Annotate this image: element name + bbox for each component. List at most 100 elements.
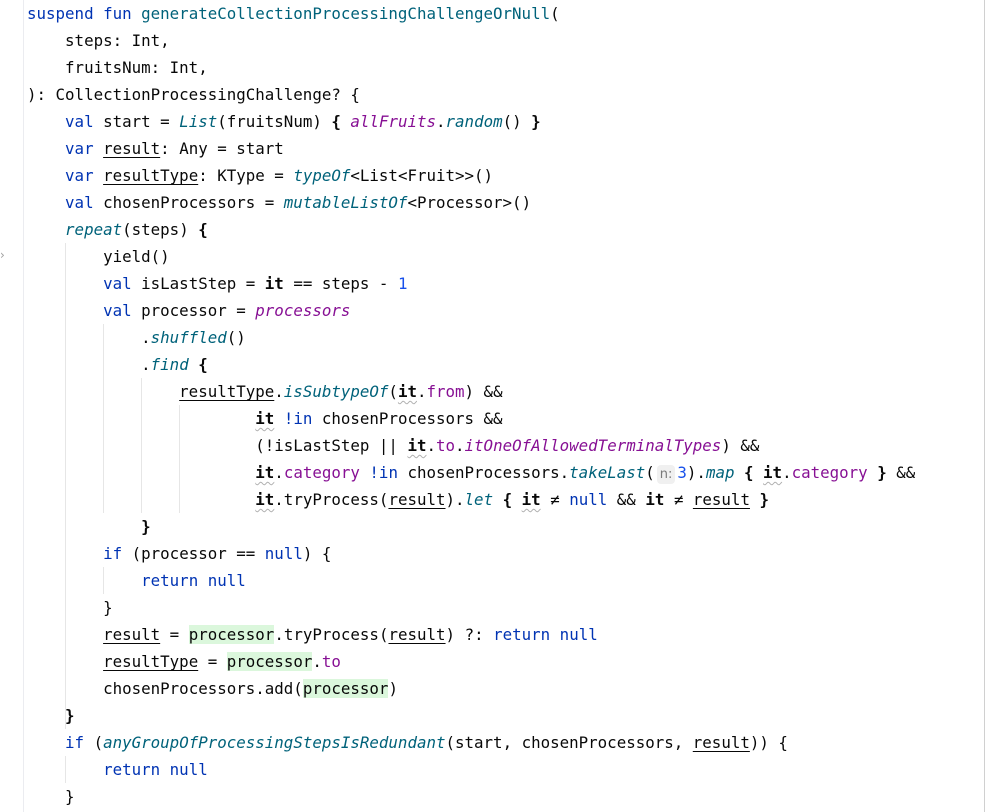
code-token: mutableListOf (283, 193, 408, 212)
code-token: } (103, 598, 113, 617)
code-token: (processor == (131, 544, 265, 563)
code-token (512, 490, 522, 509)
code-line[interactable]: } (27, 783, 915, 810)
code-token: .tryProcess( (274, 625, 389, 644)
code-token: . (782, 463, 792, 482)
code-token: return null (493, 625, 598, 644)
right-margin-line (984, 0, 985, 812)
code-token: processor (302, 679, 389, 698)
code-line[interactable]: } (27, 513, 915, 540)
code-line[interactable]: val processor = processors (27, 297, 915, 324)
code-token: } (759, 490, 769, 509)
code-line[interactable]: (!isLastStep || it.to.itOneOfAllowedTerm… (27, 432, 915, 459)
code-token: (fruitsNum) (217, 112, 332, 131)
code-token: start = (103, 112, 180, 131)
code-token (360, 463, 370, 482)
code-token: val (65, 193, 104, 212)
code-token: processor (188, 625, 275, 644)
code-token: . (141, 355, 151, 374)
code-token: shuffled (150, 328, 227, 347)
code-line[interactable]: chosenProcessors.add(processor) (27, 675, 915, 702)
code-token: result (692, 733, 750, 752)
code-token: it (645, 490, 665, 509)
code-token: steps: Int, (65, 31, 170, 50)
code-token: isLastStep = (141, 274, 265, 293)
code-token: to (321, 652, 341, 671)
code-token: <Processor>() (407, 193, 532, 212)
code-token: null (569, 490, 608, 509)
code-token: . (416, 382, 427, 401)
code-line[interactable]: it.category !in chosenProcessors.takeLas… (27, 459, 915, 486)
code-token: to (435, 436, 456, 455)
code-token: var (65, 139, 104, 158)
fold-arrow-icon[interactable]: › (0, 248, 5, 262)
code-line[interactable]: fruitsNum: Int, (27, 54, 915, 81)
code-token: !in (369, 463, 398, 482)
code-token: (start, chosenProcessors, (445, 733, 693, 752)
code-token: ) && (721, 436, 760, 455)
code-line[interactable]: result = processor.tryProcess(result) ?:… (27, 621, 915, 648)
code-line[interactable]: if (anyGroupOfProcessingStepsIsRedundant… (27, 729, 915, 756)
code-line[interactable]: .find { (27, 351, 915, 378)
code-line[interactable]: .shuffled() (27, 324, 915, 351)
code-token: itOneOfAllowedTerminalTypes (464, 436, 722, 455)
code-token: ) (388, 679, 398, 698)
indent-guide (179, 405, 180, 513)
code-token: List (179, 112, 218, 131)
code-token: { (198, 355, 208, 374)
code-line[interactable]: var resultType: KType = typeOf<List<Frui… (27, 162, 915, 189)
code-line[interactable]: if (processor == null) { (27, 540, 915, 567)
code-token: result (103, 139, 161, 158)
code-token: ). (445, 490, 465, 509)
code-token: return null (103, 760, 208, 779)
code-token: typeOf (293, 166, 351, 185)
code-token: processor (226, 652, 313, 671)
code-token: it (255, 409, 275, 428)
code-token: category (283, 463, 360, 482)
code-token: ≠ (540, 490, 570, 509)
code-line[interactable]: repeat(steps) { (27, 216, 915, 243)
code-line[interactable]: val chosenProcessors = mutableListOf<Pro… (27, 189, 915, 216)
code-token: : KType = (198, 166, 294, 185)
code-token (493, 490, 503, 509)
code-token: () (226, 328, 246, 347)
code-token: } (877, 463, 887, 482)
code-line[interactable]: suspend fun generateCollectionProcessing… (27, 0, 915, 27)
code-line[interactable]: resultType.isSubtypeOf(it.from) && (27, 378, 915, 405)
code-token: == steps - (283, 274, 398, 293)
code-line[interactable]: ): CollectionProcessingChallenge? { (27, 81, 915, 108)
code-line[interactable]: val start = List(fruitsNum) { allFruits.… (27, 108, 915, 135)
code-line[interactable]: steps: Int, (27, 27, 915, 54)
code-token: (steps) (122, 220, 199, 239)
code-token: let (464, 490, 494, 509)
code-line[interactable]: } (27, 594, 915, 621)
code-token: it (521, 490, 541, 509)
code-token: { (744, 463, 754, 482)
code-line[interactable]: resultType = processor.to (27, 648, 915, 675)
code-token: ( (388, 382, 398, 401)
code-line[interactable]: val isLastStep = it == steps - 1 (27, 270, 915, 297)
code-token: val (65, 112, 104, 131)
code-line[interactable]: it !in chosenProcessors && (27, 405, 915, 432)
code-token: } (65, 787, 75, 806)
code-line[interactable]: return null (27, 756, 915, 783)
code-token: from (426, 382, 465, 401)
code-token: return null (141, 571, 246, 590)
code-area[interactable]: suspend fun generateCollectionProcessing… (27, 0, 915, 810)
code-token: . (455, 436, 465, 455)
code-line[interactable]: yield() (27, 243, 915, 270)
code-token: null (264, 544, 303, 563)
code-line[interactable]: it.tryProcess(result).let { it ≠ null &&… (27, 486, 915, 513)
code-token: it (407, 436, 427, 455)
code-token: generateCollectionProcessingChallengeOrN… (141, 4, 551, 23)
code-token: result (103, 625, 161, 644)
code-line[interactable]: return null (27, 567, 915, 594)
code-line[interactable]: var result: Any = start (27, 135, 915, 162)
code-token: repeat (65, 220, 123, 239)
gutter-divider (23, 0, 24, 812)
code-token: val (103, 301, 142, 320)
code-line[interactable]: } (27, 702, 915, 729)
code-token (754, 463, 764, 482)
code-token: if (65, 733, 94, 752)
